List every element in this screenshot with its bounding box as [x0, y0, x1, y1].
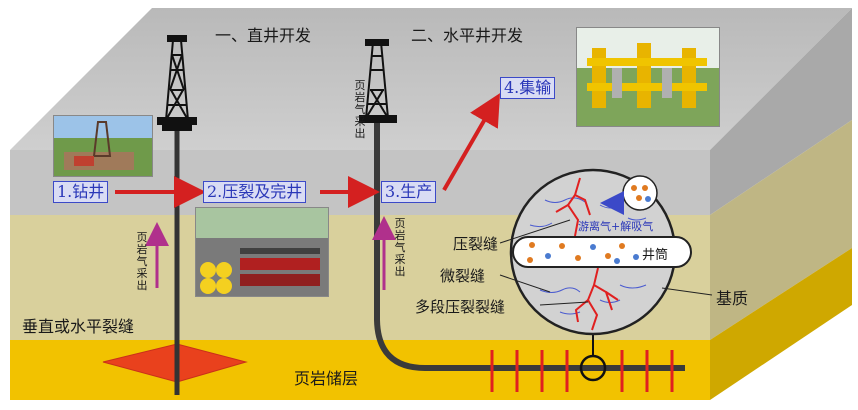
- label-micro-fracture: 微裂缝: [440, 267, 486, 285]
- horizontal-wellbore: [374, 118, 685, 371]
- drilling-derrick-horizontal: [359, 39, 397, 123]
- gas-dot: [645, 196, 651, 202]
- label-free-adsorbed-gas: 游离气+解吸气: [578, 220, 654, 233]
- label-shale-reservoir: 页岩储层: [294, 369, 359, 388]
- gathering-station-photo: [576, 27, 720, 127]
- gas-inset: [622, 175, 658, 211]
- leader-matrix: [661, 287, 713, 296]
- block-side-middle: [710, 120, 852, 340]
- leader-frac: [499, 219, 571, 244]
- drilling-site-photo: [53, 115, 153, 177]
- step-gathering: 4.集输: [500, 77, 556, 99]
- drilling-derrick-vertical: [157, 35, 197, 131]
- fracturing-site-photo: [195, 207, 329, 297]
- step-drilling: 1.钻井: [53, 181, 109, 203]
- leader-multistage: [539, 301, 589, 306]
- wellbore-tube: [512, 236, 692, 268]
- title-horizontal-development: 二、水平井开发: [411, 26, 524, 45]
- label-matrix: 基质: [716, 289, 749, 308]
- leader-micro: [499, 274, 551, 293]
- frac-fracture-network: [555, 177, 619, 331]
- multistage-fractures: [490, 350, 674, 392]
- gas-dot: [642, 185, 648, 191]
- flow-arrow-3: [442, 93, 501, 192]
- step-production: 3.生产: [381, 181, 437, 203]
- label-fracture-type: 垂直或水平裂缝: [22, 317, 135, 336]
- title-vertical-development: 一、直井开发: [215, 26, 312, 45]
- gas-dot: [631, 185, 637, 191]
- label-frac-fracture: 压裂缝: [453, 235, 499, 253]
- gas-out-label-left: 页岩气采出: [136, 231, 148, 292]
- gas-out-label-top: 页岩气采出: [354, 79, 366, 140]
- gas-out-label-middle: 页岩气采出: [394, 217, 406, 278]
- gas-dot: [636, 195, 642, 201]
- label-multistage-fracture: 多段压裂裂缝: [415, 298, 506, 316]
- gas-particles: [527, 242, 639, 264]
- label-wellbore: 井筒: [642, 248, 669, 263]
- block-side-upper: [710, 8, 852, 215]
- block-side-bottom: [710, 248, 852, 400]
- step-fracturing-completion: 2.压裂及完井: [203, 181, 307, 203]
